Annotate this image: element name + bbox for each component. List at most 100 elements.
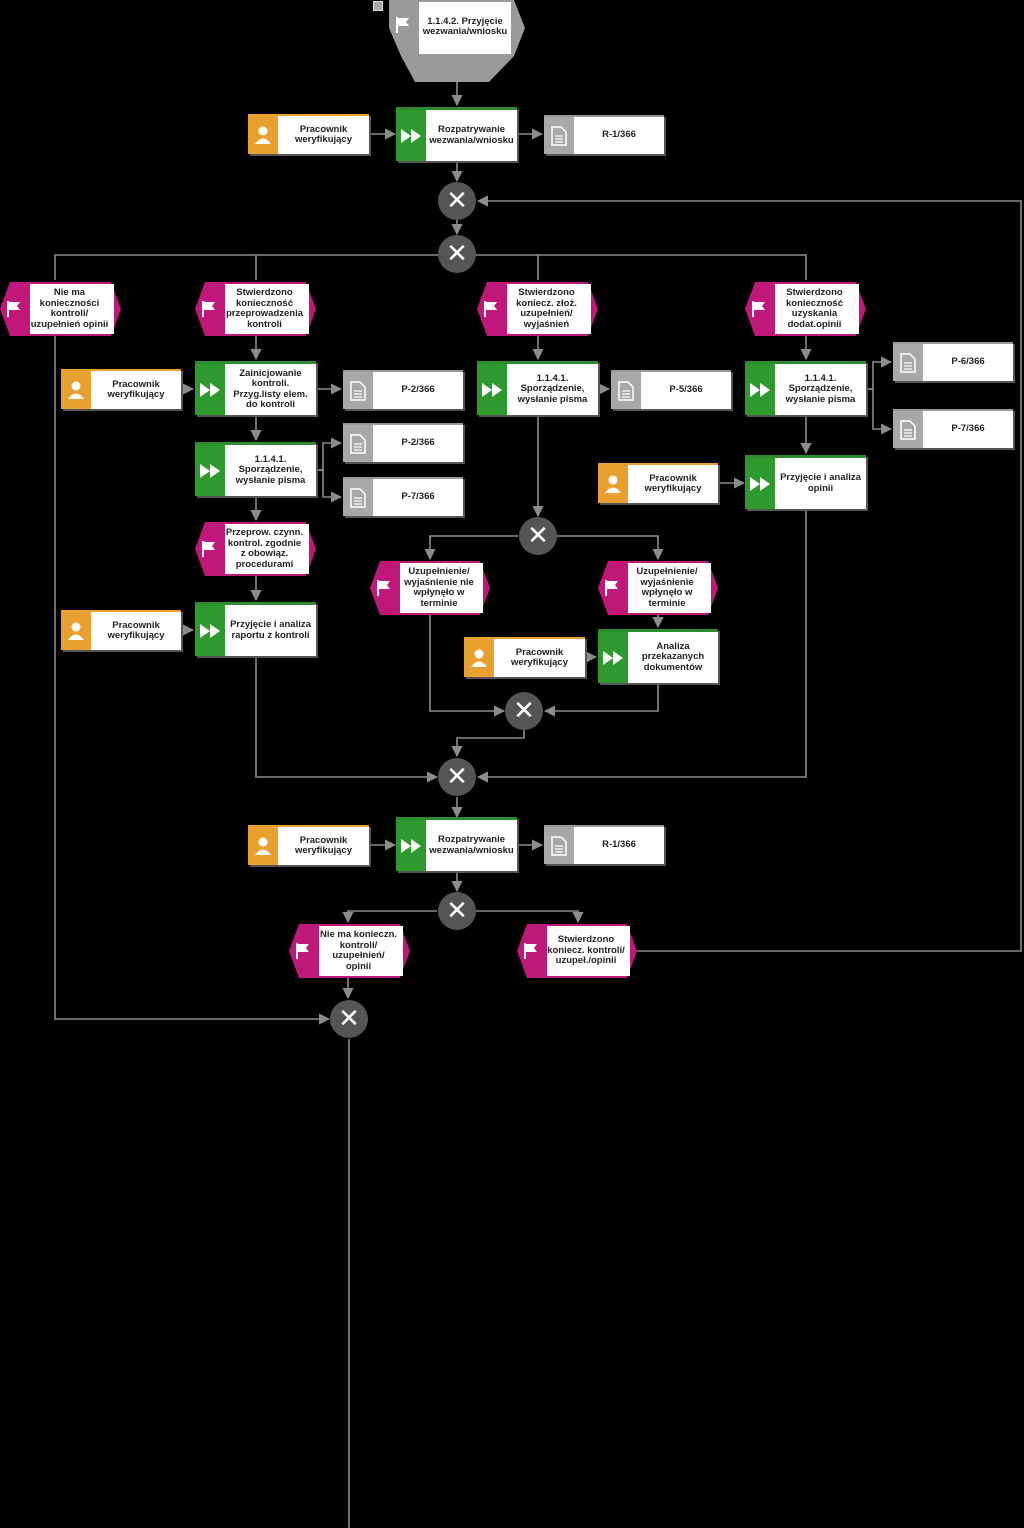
role-r3[interactable]: Pracownik weryfikujący (61, 610, 181, 650)
document-icon (350, 380, 366, 401)
flag-icon (752, 301, 765, 317)
person-icon (255, 126, 271, 144)
link-f3-d3 (317, 437, 343, 471)
document-d7[interactable]: P-7/366 (893, 409, 1013, 448)
xor-gateway-1[interactable]: ✕ (438, 182, 476, 220)
event-label: Stwierdzono konieczność przeprowadzenia … (225, 287, 304, 330)
document-label: P-2/366 (401, 437, 435, 449)
role-label: Pracownik weryfikujący (294, 123, 353, 145)
event-e1[interactable]: Nie ma konieczności kontroli/ uzupełnień… (0, 282, 121, 336)
xor-gateway-2[interactable]: ✕ (438, 235, 476, 273)
role-label: Pracownik weryfikujący (510, 646, 569, 668)
event-e4[interactable]: Stwierdzono konieczność uzyskania dodat.… (745, 282, 866, 336)
function-f4[interactable]: 1.1.4.1. Sporządzenie, wysłanie pisma (477, 361, 598, 415)
document-icon (900, 352, 916, 373)
document-icon (551, 835, 567, 856)
function-f2[interactable]: Zainicjowanie kontroli. Przyg.listy elem… (195, 361, 316, 415)
function-label: Przyjęcie i analiza opinii (780, 472, 861, 494)
event-e7[interactable]: Uzupełnienie/ wyjaśnienie wpłynęło w ter… (598, 561, 718, 615)
event-e9[interactable]: Stwierdzono koniecz. kontroli/ uzupeł./o… (517, 924, 637, 978)
function-f1[interactable]: Rozpatrywanie wezwania/wniosku (396, 107, 517, 161)
document-d4[interactable]: P-7/366 (343, 477, 463, 516)
flag-icon (202, 541, 215, 557)
assignment-icon[interactable] (373, 1, 383, 11)
function-f7[interactable]: Przyjęcie i analiza raportu z kontroli (195, 602, 316, 656)
fast-forward-icon (482, 382, 502, 397)
link-loop-back (476, 195, 1022, 952)
xor-gateway-4[interactable]: ✕ (505, 692, 543, 730)
role-label: Pracownik weryfikujący (107, 378, 165, 400)
event-label: Uzupełnienie/ wyjaśnienie wpłynęło w ter… (636, 566, 698, 609)
function-label: 1.1.4.1. Sporządzenie, wysłanie pisma (785, 372, 856, 405)
document-d6[interactable]: P-6/366 (893, 342, 1013, 381)
function-label: 1.1.4.1. Sporządzenie, wysłanie pisma (235, 453, 306, 486)
xor-icon: ✕ (446, 896, 468, 926)
event-e5[interactable]: Przeprow. czynn. kontrol. zgodnie z obow… (195, 522, 316, 576)
link-gw6-e9 (476, 910, 584, 924)
document-label: P-7/366 (951, 423, 985, 435)
fast-forward-icon (401, 128, 421, 143)
start-event[interactable]: 1.1.4.2. Przyjęcie wezwania/wniosku (389, 0, 525, 82)
fast-forward-icon (750, 382, 770, 397)
document-d1[interactable]: R-1/366 (544, 115, 664, 154)
role-label: Pracownik weryfikujący (294, 834, 353, 856)
xor-gateway-3[interactable]: ✕ (519, 517, 557, 555)
xor-icon: ✕ (446, 186, 468, 216)
start-event-label: 1.1.4.2. Przyjęcie wezwania/wniosku (422, 15, 508, 37)
function-f9[interactable]: Rozpatrywanie wezwania/wniosku (396, 817, 517, 871)
role-r5[interactable]: Pracownik weryfikujący (464, 637, 585, 677)
event-label: Nie ma konieczności kontroli/ uzupełnień… (30, 287, 109, 330)
document-label: R-1/366 (602, 839, 636, 851)
fast-forward-icon (200, 382, 220, 397)
event-e6[interactable]: Uzupełnienie/ wyjaśnienie nie wpłynęło w… (370, 561, 490, 615)
role-r4[interactable]: Pracownik weryfikujący (598, 463, 718, 503)
link-f5-d7 (867, 388, 893, 435)
fast-forward-icon (401, 838, 421, 853)
link-f3-d4 (317, 469, 343, 503)
function-f3[interactable]: 1.1.4.1. Sporządzenie, wysłanie pisma (195, 442, 316, 496)
function-f8[interactable]: Analiza przekazanych dokumentów (598, 629, 718, 683)
flag-icon (377, 580, 390, 596)
document-icon (350, 487, 366, 508)
event-e2[interactable]: Stwierdzono konieczność przeprowadzenia … (195, 282, 316, 336)
person-icon (68, 622, 84, 640)
role-r1[interactable]: Pracownik weryfikujący (248, 114, 369, 154)
event-e3[interactable]: Stwierdzono koniecz. złoż. uzupełnień/ w… (477, 282, 598, 336)
xor-gateway-final[interactable]: ✕ (330, 1000, 368, 1038)
document-label: P-7/366 (401, 491, 435, 503)
flag-icon (524, 943, 537, 959)
function-f5[interactable]: 1.1.4.1. Sporządzenie, wysłanie pisma (745, 361, 866, 415)
event-label: Stwierdzono koniecz. kontroli/ uzupeł./o… (547, 934, 625, 967)
role-r6[interactable]: Pracownik weryfikujący (248, 825, 369, 865)
document-icon (618, 380, 634, 401)
document-label: R-1/366 (602, 129, 636, 141)
link-gw2-branches (54, 254, 807, 280)
function-label: Analiza przekazanych dokumentów (641, 640, 705, 673)
function-f6[interactable]: Przyjęcie i analiza opinii (745, 455, 866, 509)
fast-forward-icon (603, 650, 623, 665)
event-e8[interactable]: Nie ma konieczn. kontroli/ uzupełnień/ o… (289, 924, 410, 978)
role-r2[interactable]: Pracownik weryfikujący (61, 369, 181, 409)
event-label: Stwierdzono konieczność uzyskania dodat.… (785, 287, 844, 330)
document-d5[interactable]: P-5/366 (611, 370, 731, 409)
event-label: Przeprow. czynn. kontrol. zgodnie z obow… (225, 527, 304, 570)
flag-icon (396, 17, 409, 33)
link-e1-gw-final (54, 336, 331, 1025)
xor-icon: ✕ (338, 1004, 360, 1034)
document-d3[interactable]: P-2/366 (343, 423, 463, 462)
document-icon (551, 125, 567, 146)
xor-gateway-6[interactable]: ✕ (438, 892, 476, 930)
document-d2[interactable]: P-2/366 (343, 370, 463, 409)
document-d8[interactable]: R-1/366 (544, 825, 664, 864)
xor-icon: ✕ (446, 239, 468, 269)
person-icon (605, 475, 621, 493)
role-label: Pracownik weryfikujący (644, 472, 702, 494)
link-f7-gw5 (255, 657, 439, 783)
xor-gateway-5[interactable]: ✕ (438, 758, 476, 796)
link-e6-gw4 (429, 615, 506, 717)
document-label: P-2/366 (401, 384, 435, 396)
fast-forward-icon (750, 476, 770, 491)
flag-icon (605, 580, 618, 596)
xor-icon: ✕ (527, 521, 549, 551)
